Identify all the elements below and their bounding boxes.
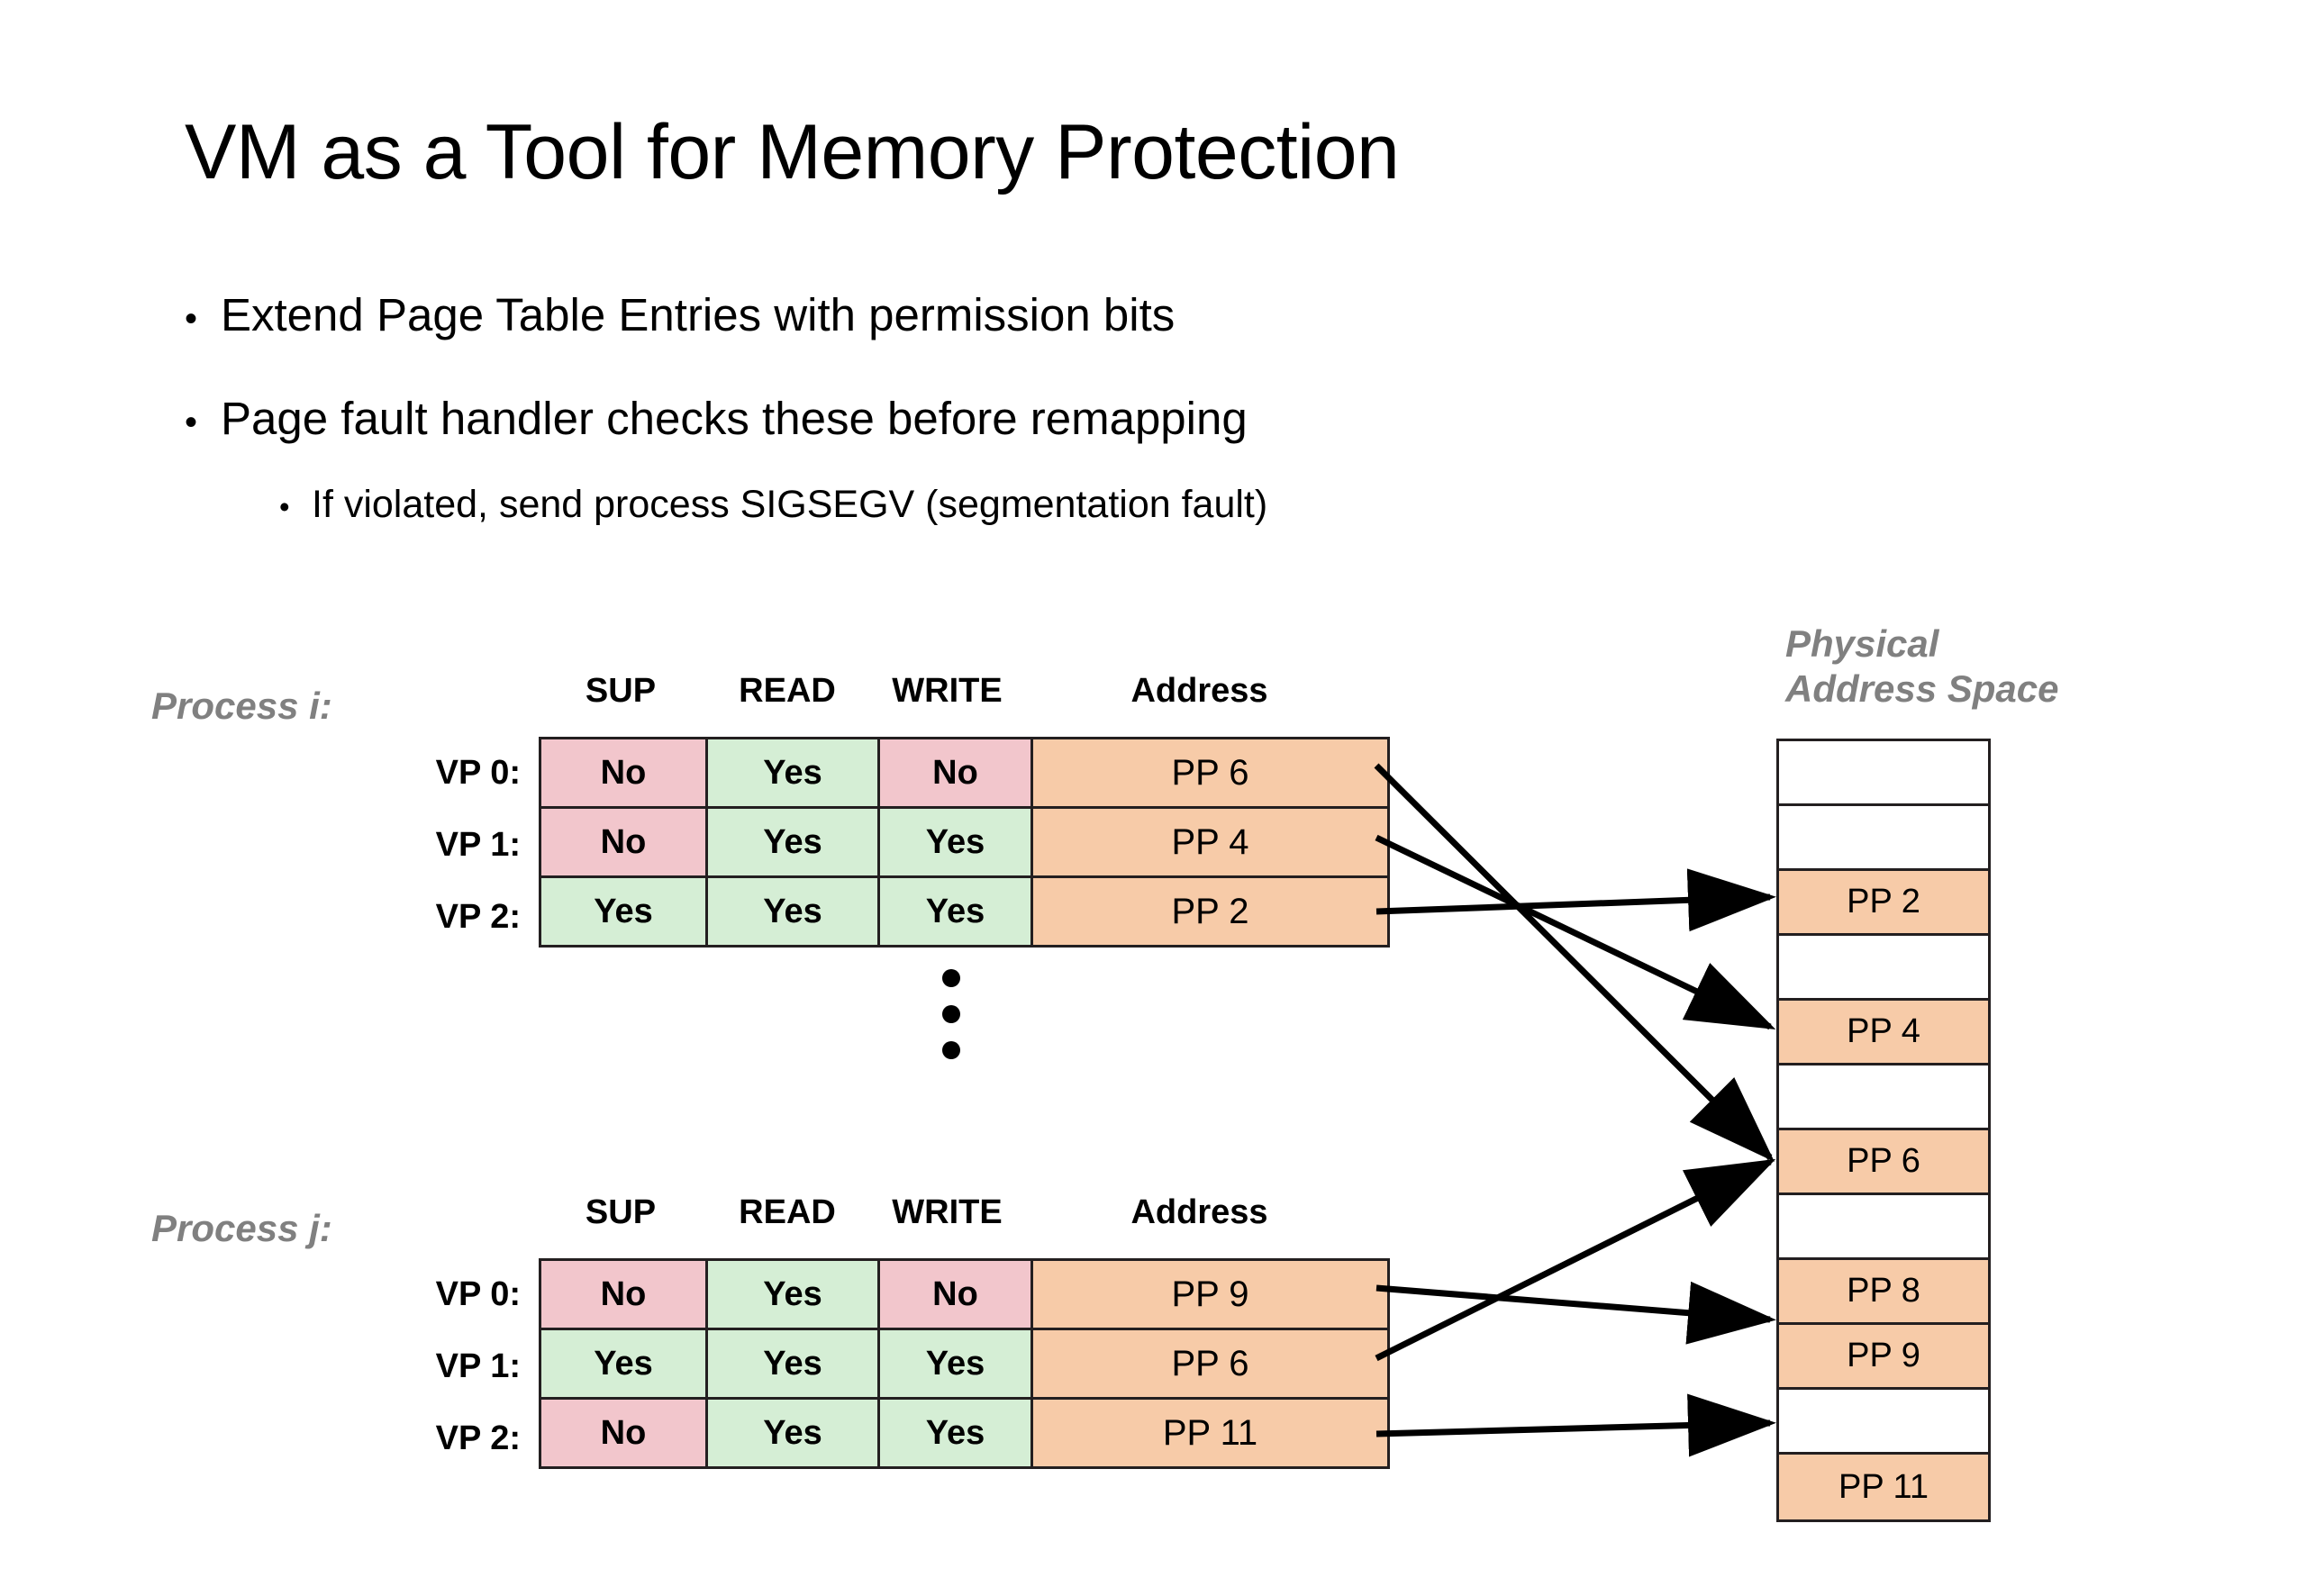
page-table-i-grid: No Yes No PP 6 No Yes Yes PP 4 Yes Yes Y… [539,737,1390,948]
column-header-write: WRITE [892,1193,1003,1231]
cell-address: PP 9 [1030,1258,1390,1330]
page-title: VM as a Tool for Memory Protection [185,109,1400,195]
page-table-j-grid: No Yes No PP 9 Yes Yes Yes PP 6 No Yes Y… [539,1258,1390,1469]
column-header-address: Address [1130,1193,1268,1231]
pas-slot-5 [1779,1066,1988,1130]
cell-write: No [877,737,1033,809]
bullet-text: Extend Page Table Entries with permissio… [221,289,1176,340]
cell-address: PP 11 [1030,1397,1390,1469]
bullet-dot-icon: • [185,299,198,339]
bullet-text: If violated, send process SIGSEGV (segme… [312,483,1268,526]
pas-slot-7 [1779,1195,1988,1260]
cell-write: No [877,1258,1033,1330]
cell-read: Yes [705,806,880,878]
pas-slot-4: PP 4 [1779,1001,1988,1066]
arrow-i-vp2-to-pp2 [1375,868,1776,932]
pas-slot-6: PP 6 [1779,1130,1988,1195]
cell-read: Yes [705,1397,880,1469]
pas-title-line-2: Address Space [1785,667,2059,710]
cell-address: PP 6 [1030,1328,1390,1400]
cell-write: Yes [877,1397,1033,1469]
bullet-item-2: • Page fault handler checks these before … [185,392,1248,445]
cell-sup: Yes [539,875,708,948]
pas-slot-2: PP 2 [1779,871,1988,936]
cell-read: Yes [705,1258,880,1330]
cell-read: Yes [705,875,880,948]
pas-slot-3 [1779,936,1988,1001]
table-row: No Yes Yes PP 4 [539,806,1390,878]
table-row: No Yes No PP 6 [539,737,1390,809]
bullet-dot-icon: • [279,490,290,523]
cell-address: PP 2 [1030,875,1390,948]
arrow-i-vp1-to-pp4 [1375,834,1776,1030]
vp-label-j-2: VP 2: [435,1419,521,1457]
column-header-sup: SUP [585,672,657,710]
column-header-read: READ [739,1193,836,1231]
pas-slot-11: PP 11 [1779,1455,1988,1519]
arrow-j-vp1-to-pp6 [1375,1158,1776,1362]
arrow-i-vp0-to-pp6 [1374,763,1775,1162]
cell-read: Yes [705,1328,880,1400]
cell-address: PP 6 [1030,737,1390,809]
process-j-label: Process j: [151,1207,332,1249]
arrow-j-vp2-to-pp11 [1375,1393,1776,1457]
cell-sup: No [539,1258,708,1330]
cell-write: Yes [877,806,1033,878]
cell-sup: No [539,737,708,809]
table-row: No Yes No PP 9 [539,1258,1390,1330]
pas-slot-10 [1779,1390,1988,1455]
cell-sup: No [539,806,708,878]
pas-slot-8: PP 8 [1779,1260,1988,1325]
vp-label-j-0: VP 0: [435,1275,521,1313]
column-header-address: Address [1130,672,1268,710]
cell-sup: No [539,1397,708,1469]
cell-sup: Yes [539,1328,708,1400]
bullet-dot-icon: • [185,403,198,442]
bullet-item-1: • Extend Page Table Entries with permissi… [185,288,1175,341]
physical-address-space-column: PP 2 PP 4 PP 6 PP 8 PP 9 PP 11 [1776,739,1991,1522]
table-row: Yes Yes Yes PP 2 [539,875,1390,948]
cell-address: PP 4 [1030,806,1390,878]
vp-label-i-0: VP 0: [435,754,521,792]
column-header-write: WRITE [892,672,1003,710]
process-i-label: Process i: [151,685,332,727]
column-header-sup: SUP [585,1193,657,1231]
page-table-process-j: SUP READ WRITE Address VP 0: VP 1: VP 2:… [436,1193,1390,1469]
page-table-j-headers: SUP READ WRITE Address [539,1193,1376,1247]
pas-slot-0 [1779,741,1988,806]
pas-slot-9: PP 9 [1779,1325,1988,1390]
cell-write: Yes [877,1328,1033,1400]
cell-write: Yes [877,875,1033,948]
page-table-process-i: SUP READ WRITE Address VP 0: VP 1: VP 2:… [436,672,1390,948]
vp-label-j-1: VP 1: [435,1347,521,1385]
vertical-ellipsis-icon [942,969,978,1077]
physical-address-space-title: Physical Address Space [1785,621,2058,711]
vp-label-i-2: VP 2: [435,898,521,936]
pas-slot-1 [1779,806,1988,871]
bullet-text: Page fault handler checks these before r… [221,393,1248,444]
column-header-read: READ [739,672,836,710]
bullet-item-3: • If violated, send process SIGSEGV (segm… [279,483,1267,527]
table-row: Yes Yes Yes PP 6 [539,1328,1390,1400]
arrow-j-vp0-to-pp9 [1375,1281,1776,1345]
pas-title-line-1: Physical [1785,622,1939,665]
page-table-i-headers: SUP READ WRITE Address [539,672,1376,726]
cell-read: Yes [705,737,880,809]
vp-label-i-1: VP 1: [435,826,521,864]
table-row: No Yes Yes PP 11 [539,1397,1390,1469]
